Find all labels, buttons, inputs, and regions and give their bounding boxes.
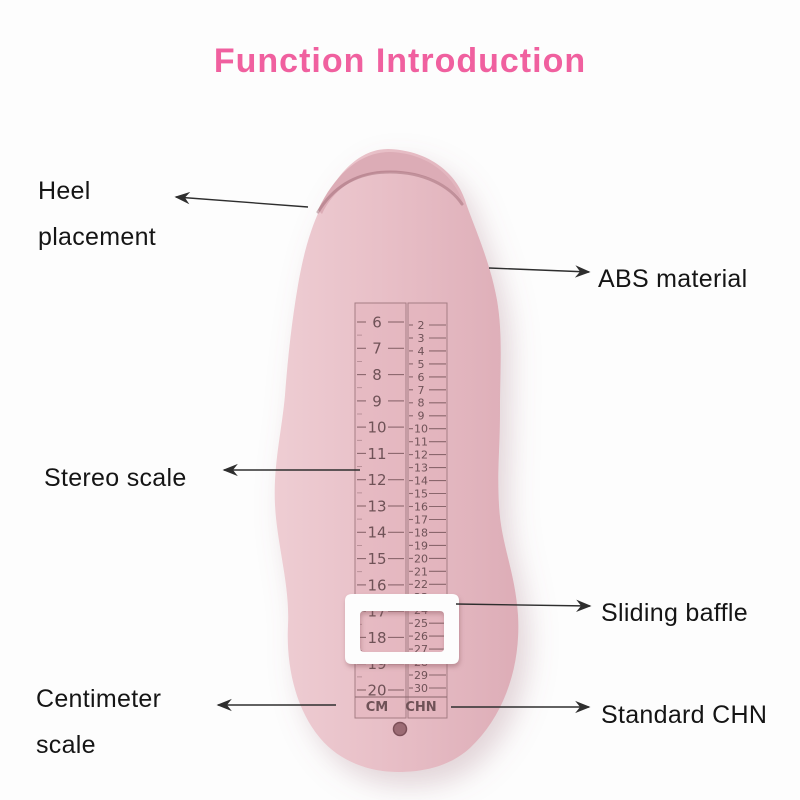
svg-text:20: 20 bbox=[367, 681, 386, 699]
svg-text:8: 8 bbox=[372, 366, 382, 384]
heel-cup-shadow-line bbox=[316, 170, 464, 214]
svg-text:14: 14 bbox=[367, 524, 386, 542]
sliding-baffle bbox=[345, 594, 459, 664]
label-heel-placement: Heel placement bbox=[38, 177, 157, 251]
svg-text:9: 9 bbox=[372, 392, 382, 410]
svg-text:12: 12 bbox=[367, 471, 386, 489]
svg-text:16: 16 bbox=[414, 501, 428, 514]
svg-text:10: 10 bbox=[414, 423, 428, 436]
chn-unit-label: CHN bbox=[405, 700, 436, 715]
svg-text:5: 5 bbox=[418, 358, 425, 371]
svg-text:30: 30 bbox=[414, 682, 428, 695]
svg-text:18: 18 bbox=[367, 629, 386, 647]
arrow-sliding-baffle bbox=[455, 599, 592, 612]
heel-cup-flap bbox=[318, 152, 463, 214]
svg-text:13: 13 bbox=[414, 462, 428, 475]
page-title: Function Introduction bbox=[213, 42, 587, 80]
annotation-arrows bbox=[174, 191, 592, 714]
svg-text:11: 11 bbox=[367, 445, 386, 463]
svg-text:19: 19 bbox=[414, 539, 428, 552]
svg-text:14: 14 bbox=[414, 475, 428, 488]
svg-text:29: 29 bbox=[414, 669, 428, 682]
label-standard-chn: Standard CHN bbox=[601, 701, 768, 729]
svg-text:8: 8 bbox=[418, 397, 425, 410]
cm-unit-label: CM bbox=[366, 700, 388, 715]
svg-text:2: 2 bbox=[418, 319, 425, 332]
pivot-hole bbox=[392, 721, 408, 737]
arrow-heel-placement bbox=[174, 191, 309, 208]
svg-text:15: 15 bbox=[414, 488, 428, 501]
svg-text:10: 10 bbox=[367, 419, 386, 437]
svg-text:6: 6 bbox=[418, 371, 425, 384]
svg-text:6: 6 bbox=[372, 313, 382, 331]
svg-text:22: 22 bbox=[414, 578, 428, 591]
svg-text:3: 3 bbox=[418, 332, 425, 345]
svg-text:13: 13 bbox=[367, 497, 386, 515]
svg-text:7: 7 bbox=[418, 384, 425, 397]
label-sliding-baffle: Sliding baffle bbox=[601, 599, 748, 627]
svg-text:20: 20 bbox=[414, 552, 428, 565]
label-stereo-scale: Stereo scale bbox=[44, 464, 187, 492]
svg-text:25: 25 bbox=[414, 617, 428, 630]
svg-text:7: 7 bbox=[372, 340, 382, 358]
svg-text:17: 17 bbox=[414, 513, 428, 526]
label-centimeter-scale: Centimeter scale bbox=[36, 685, 162, 759]
svg-text:18: 18 bbox=[414, 526, 428, 539]
svg-text:12: 12 bbox=[414, 449, 428, 462]
svg-text:9: 9 bbox=[418, 410, 425, 423]
svg-text:11: 11 bbox=[414, 436, 428, 449]
cm-scale-channel bbox=[354, 302, 407, 719]
svg-text:15: 15 bbox=[367, 550, 386, 568]
svg-text:21: 21 bbox=[414, 565, 428, 578]
svg-text:16: 16 bbox=[367, 576, 386, 594]
svg-text:4: 4 bbox=[418, 345, 425, 358]
label-abs-material: ABS material bbox=[598, 265, 748, 293]
svg-text:26: 26 bbox=[414, 630, 428, 643]
arrow-abs-material bbox=[488, 265, 591, 278]
